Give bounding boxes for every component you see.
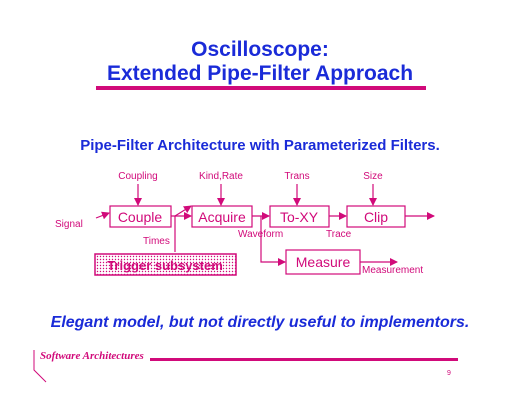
title-line-2: Extended Pipe-Filter Approach xyxy=(106,62,414,85)
param-kind-rate: Kind,Rate xyxy=(199,171,243,182)
pipe-signal-arrow xyxy=(95,211,110,220)
trigger-subsystem-box xyxy=(94,253,237,276)
pipe-to-measure xyxy=(260,216,286,266)
filter-couple-label: Couple xyxy=(118,209,163,225)
footer-logo-text: Software Architectures xyxy=(40,350,144,362)
filter-measure-label: Measure xyxy=(296,254,351,270)
pipe-waveform-label: Waveform xyxy=(238,229,283,240)
pipe-times-arrow xyxy=(174,205,192,217)
footer-logo-mark xyxy=(33,350,47,383)
param-trans: Trans xyxy=(284,171,309,182)
pipe-times-label: Times xyxy=(143,236,170,247)
filter-acquire-label: Acquire xyxy=(198,209,246,225)
param-coupling: Coupling xyxy=(118,171,157,182)
filter-clip-label: Clip xyxy=(364,209,388,225)
footer-rule xyxy=(150,358,458,361)
title-underline xyxy=(96,86,426,90)
bottom-statement: Elegant model, but not directly useful t… xyxy=(50,314,470,331)
param-size: Size xyxy=(363,171,383,182)
pipe-trace-label: Trace xyxy=(326,229,352,240)
page-number: 9 xyxy=(447,370,451,377)
subtitle: Pipe-Filter Architecture with Parameteri… xyxy=(80,137,440,154)
title-line-1: Oscilloscope: xyxy=(191,38,329,61)
filter-toxy-label: To-XY xyxy=(280,209,319,225)
pipe-signal-label: Signal xyxy=(55,219,83,230)
trigger-subsystem-label: Trigger subsystem xyxy=(107,258,223,273)
pipe-measurement-label: Measurement xyxy=(362,265,423,276)
